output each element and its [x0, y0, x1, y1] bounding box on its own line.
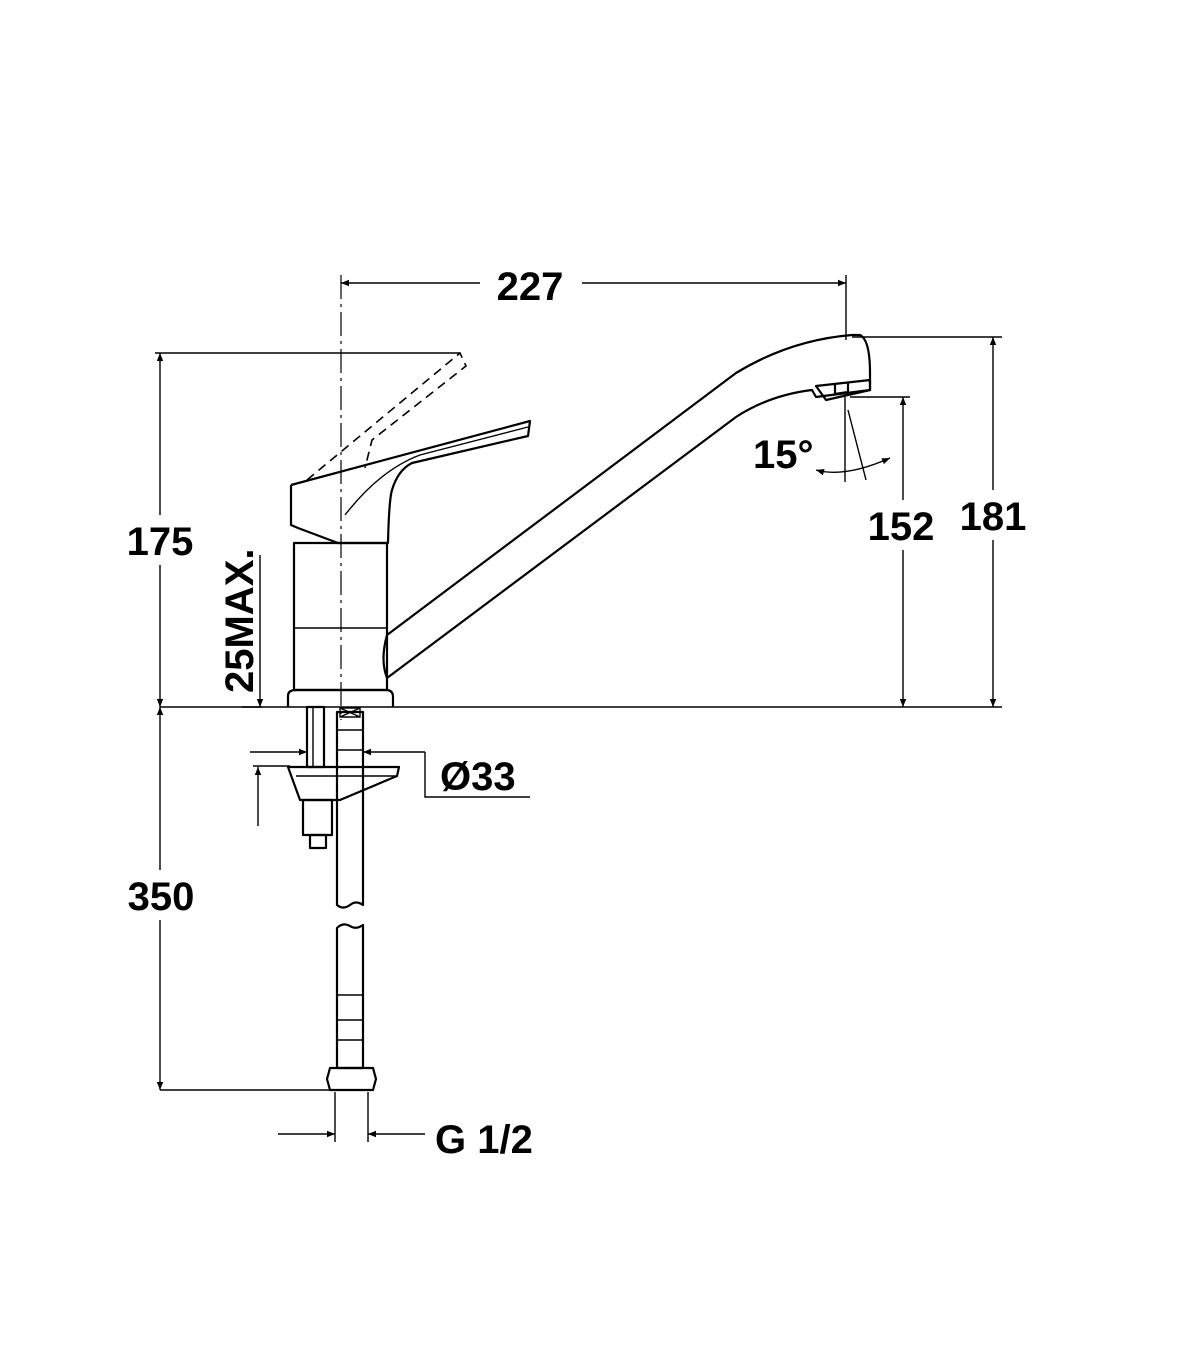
angle-arc-15 — [815, 457, 891, 476]
base-plate — [286, 688, 395, 707]
lever-handle — [289, 419, 532, 545]
aerator — [814, 378, 872, 402]
dashed-lever-open-position — [306, 351, 467, 481]
mounting-hardware — [286, 705, 401, 1092]
dim-label-25max: 25MAX. — [218, 549, 262, 694]
threaded-stud — [305, 705, 326, 769]
lever-inner-line — [344, 426, 529, 516]
spout — [382, 333, 872, 680]
dim-label-350: 350 — [128, 875, 195, 919]
dim-label-152: 152 — [868, 505, 935, 549]
hose-lower — [335, 923, 365, 1070]
dim-label-15deg: 15° — [753, 433, 814, 477]
dim-label-175: 175 — [127, 520, 194, 564]
dim-label-g12: G 1/2 — [435, 1118, 533, 1162]
hose-nut — [325, 1066, 378, 1092]
fixing-bracket — [286, 765, 401, 802]
faucet-body — [286, 333, 872, 707]
fixing-nut — [301, 798, 334, 837]
dim-label-33: Ø33 — [440, 755, 516, 799]
hose-upper — [335, 710, 365, 909]
dim-label-227: 227 — [497, 265, 564, 309]
leader-33 — [424, 752, 530, 798]
dim-label-181: 181 — [960, 495, 1027, 539]
